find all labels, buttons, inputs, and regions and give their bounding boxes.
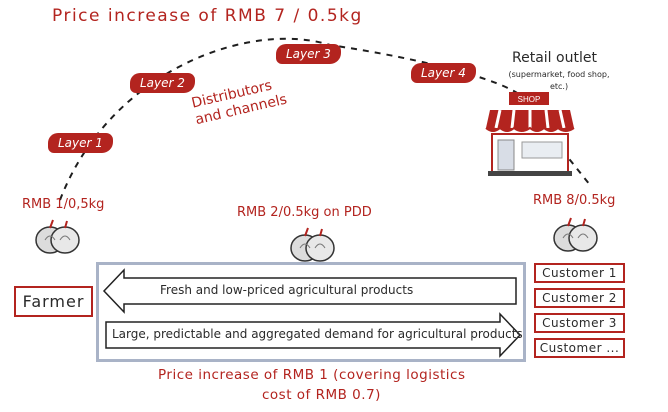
left-arrow-shape xyxy=(102,268,517,314)
exchange-box xyxy=(96,262,526,362)
customer-box-4: Customer ... xyxy=(534,338,625,358)
exchange-arrows xyxy=(102,268,522,358)
price-farmer: RMB 1/0,5kg xyxy=(22,197,105,212)
price-middle: RMB 2/0.5kg on PDD xyxy=(237,205,372,220)
bottom-text-line-2: cost of RMB 0.7) xyxy=(262,387,381,403)
garlic-icon xyxy=(35,219,80,254)
left-arrow-label: Fresh and low-priced agricultural produc… xyxy=(160,283,414,297)
customer-box-2: Customer 2 xyxy=(534,288,625,308)
layer-badge-4: Layer 4 xyxy=(411,63,476,83)
bottom-text-line-1: Price increase of RMB 1 (covering logist… xyxy=(158,367,466,383)
customer-box-1: Customer 1 xyxy=(534,263,625,283)
customer-box-3: Customer 3 xyxy=(534,313,625,333)
price-retail: RMB 8/0.5kg xyxy=(533,193,616,208)
layer-badge-3: Layer 3 xyxy=(276,44,341,64)
retail-outlet-subtitle: (supermarket, food shop, etc.) xyxy=(508,70,610,91)
right-arrow-shape xyxy=(105,312,522,358)
shop-icon: SHOP xyxy=(485,92,575,176)
shop-sign-text: SHOP xyxy=(518,95,541,104)
garlic-icon xyxy=(290,227,335,262)
layer-badge-2: Layer 2 xyxy=(130,73,195,93)
layer-badge-1: Layer 1 xyxy=(48,133,113,153)
dashed-connector-shop xyxy=(561,149,591,186)
right-arrow-label: Large, predictable and aggregated demand… xyxy=(112,327,523,341)
farmer-box: Farmer xyxy=(14,286,93,317)
garlic-icon xyxy=(553,217,598,252)
price-increase-title: Price increase of RMB 7 / 0.5kg xyxy=(52,6,363,26)
retail-outlet-title: Retail outlet xyxy=(512,50,597,66)
